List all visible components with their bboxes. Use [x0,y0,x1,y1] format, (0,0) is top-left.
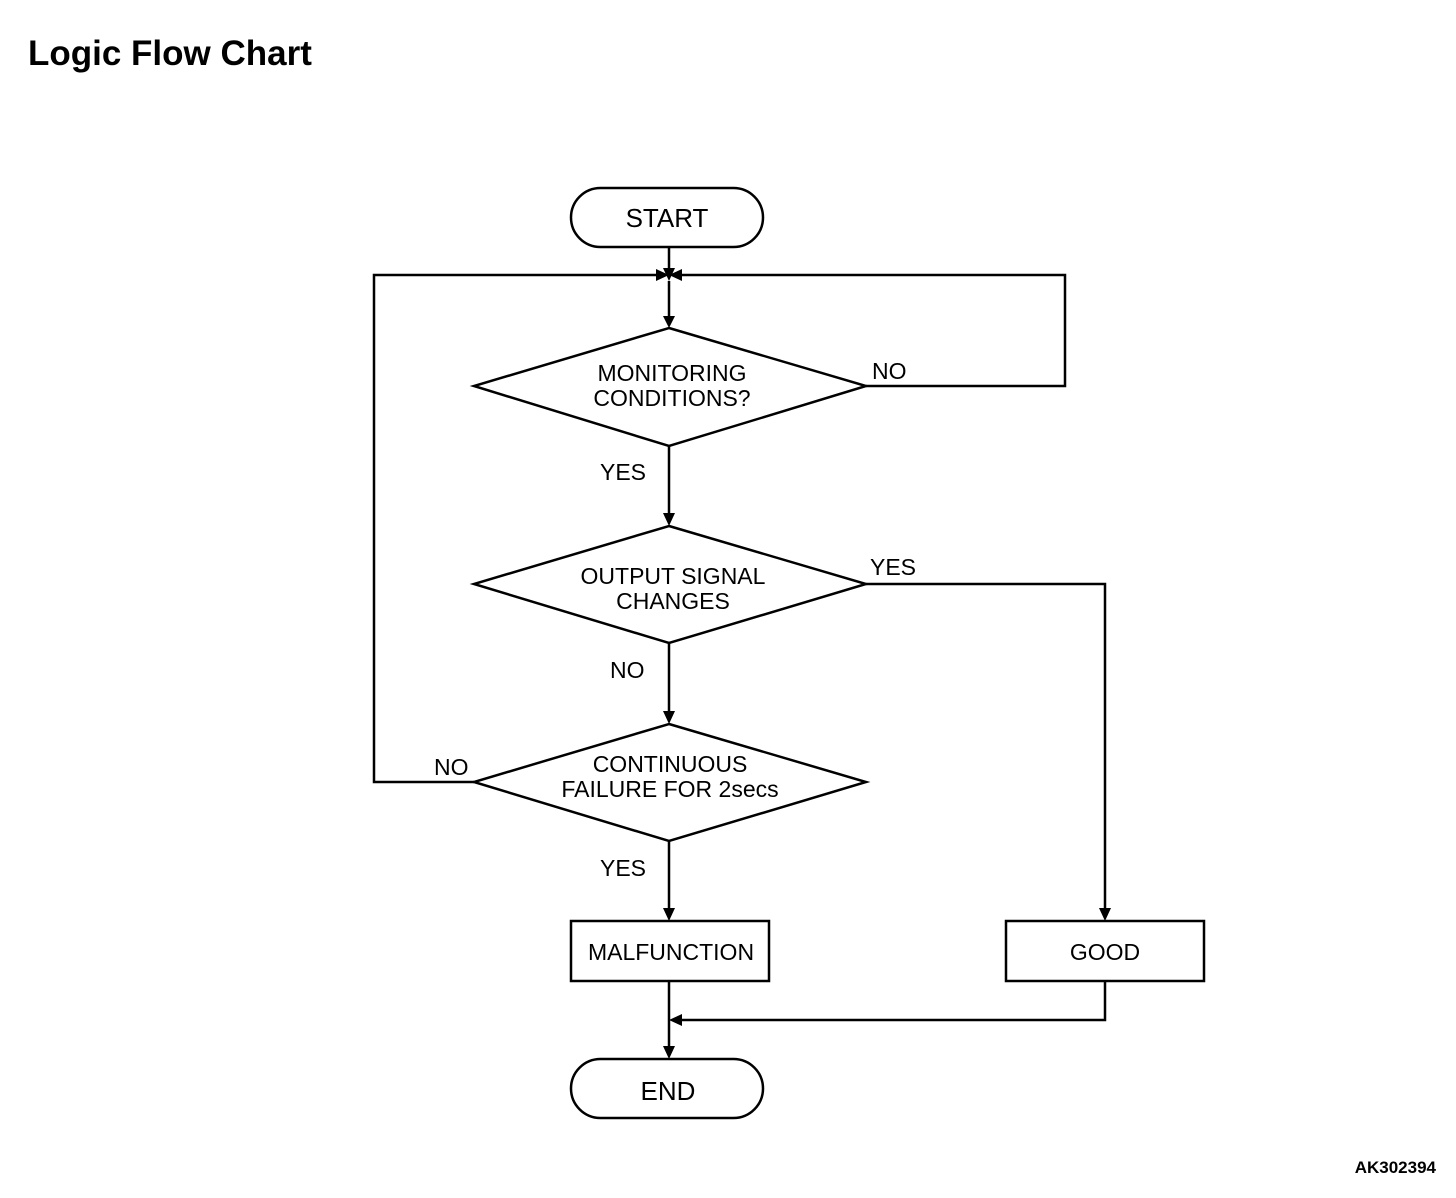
end-node: END [569,1057,765,1120]
connector-output-yes [866,582,1107,908]
malfunction-entry-arrow [663,908,675,921]
continuous-failure-decision: CONTINUOUS FAILURE FOR 2secs [469,722,871,843]
connectors [372,247,1111,1059]
output-yes-label: YES [870,554,916,580]
good-node: GOOD [1004,919,1206,983]
good-entry-arrow [1099,908,1111,921]
failure-no-label: NO [434,754,469,780]
failure-no-arrow [656,269,669,281]
malfunction-label: MALFUNCTION [588,939,754,965]
monitoring-label-line2: CONDITIONS? [593,385,750,411]
figure-code: AK302394 [1354,1158,1436,1177]
monitoring-no-label: NO [872,358,907,384]
monitoring-yes-label: YES [600,459,646,485]
failure-label-line2: FAILURE FOR 2secs [561,776,778,802]
connector-monitoring-no-loop [682,273,1067,388]
end-entry-arrow [663,1046,675,1059]
connector-failure-no-loop [372,273,656,784]
output-no-label: NO [610,657,645,683]
monitoring-no-arrow [669,269,682,281]
merge-arrow-down [663,268,675,281]
start-label: START [626,203,709,233]
failure-label-line1: CONTINUOUS [593,751,748,777]
output-signal-decision: OUTPUT SIGNAL CHANGES [469,524,871,645]
failure-entry-arrow [663,711,675,724]
end-label: END [641,1076,696,1106]
output-label-line1: OUTPUT SIGNAL [581,563,766,589]
monitoring-entry-arrow [663,316,675,328]
output-entry-arrow [663,513,675,526]
start-node: START [569,186,765,249]
output-label-line2: CHANGES [616,588,730,614]
page-title: Logic Flow Chart [28,34,312,73]
monitoring-decision: MONITORING CONDITIONS? [469,326,871,448]
branch-labels: NO YES YES NO NO YES [434,358,916,881]
malfunction-node: MALFUNCTION [569,919,771,983]
good-label: GOOD [1070,939,1140,965]
connector-good-to-end [682,981,1107,1022]
failure-yes-label: YES [600,855,646,881]
monitoring-label-line1: MONITORING [597,360,746,386]
good-merge-arrow [669,1014,682,1026]
